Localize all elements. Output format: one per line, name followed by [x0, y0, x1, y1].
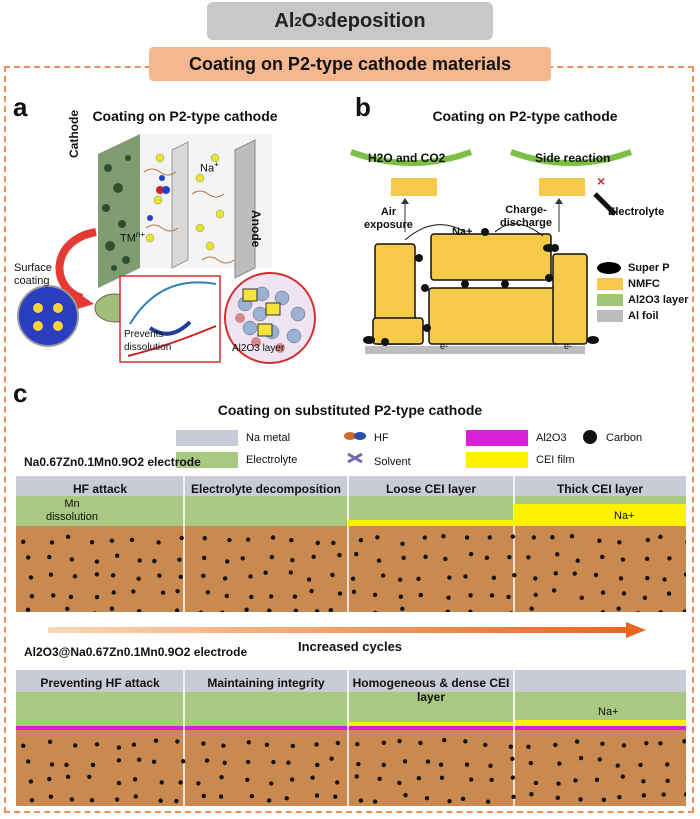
legend-al2o3-swatch — [466, 430, 528, 446]
legend-electrolyte-swatch — [176, 452, 238, 468]
legend-electrolyte: Electrolyte — [246, 454, 298, 466]
increased-cycles-label: Increased cycles — [297, 639, 403, 654]
electrolyte-label: Electrolyte — [608, 206, 665, 218]
panel-b-label: b — [355, 92, 371, 122]
legend-al-foil: Al foil — [628, 310, 659, 322]
panel-c-title: Coating on substituted P2-type cathode — [217, 402, 483, 418]
legend-na-metal-swatch — [176, 430, 238, 446]
panel-c-label: c — [13, 378, 28, 408]
charge-discharge-label: Charge-discharge — [500, 204, 552, 229]
na-plus-row2: Na+ — [598, 706, 619, 718]
panel-a-illustration — [17, 134, 316, 364]
row1-title-1: HF attack — [72, 482, 128, 496]
e-minus-label: e- — [440, 341, 449, 351]
separator — [171, 141, 189, 269]
legend-nmfc: NMFC — [628, 278, 660, 290]
row1-title-3: Loose CEI layer — [385, 482, 477, 496]
row2-illustration — [16, 670, 686, 806]
zoom-box — [119, 275, 221, 363]
side-reaction-label: Side reaction — [535, 151, 611, 165]
legend-al2o3-c: Al2O3 — [536, 432, 567, 444]
na-plus-row1: Na+ — [614, 510, 635, 522]
panel-b-illustration: × — [349, 149, 633, 354]
na-plus-label: Na+ — [452, 226, 473, 238]
cathode-label: Cathode — [67, 110, 81, 158]
legend-carbon: Carbon — [606, 432, 643, 444]
row1-label: Na0.67Zn0.1Mn0.9O2 electrode — [24, 455, 201, 469]
row2-title-2: Maintaining integrity — [207, 676, 325, 690]
anode-label: Anode — [249, 210, 263, 248]
legend-super-p: Super P — [628, 262, 670, 274]
legend-carbon-swatch — [583, 430, 597, 444]
row2-label: Al2O3@Na0.67Zn0.1Mn0.9O2 electrode — [24, 645, 248, 659]
legend-hf: HF — [374, 432, 389, 444]
increased-cycles-arrow — [48, 622, 646, 638]
crystal-structure — [17, 285, 79, 347]
legend-cei: CEI film — [536, 454, 575, 466]
e-minus-label-2: e- — [564, 341, 573, 351]
anode-plate — [234, 139, 256, 279]
na-ion-label: Na+ — [200, 160, 219, 175]
legend-na-metal: Na metal — [246, 432, 291, 444]
row1-title-4: Thick CEI layer — [556, 482, 644, 496]
legend-solvent: Solvent — [374, 456, 411, 468]
row1-title-2: Electrolyte decomposition — [190, 482, 342, 496]
row1-illustration — [16, 476, 686, 612]
subtitle-banner: Coating on P2-type cathode materials — [149, 47, 551, 81]
al2o3-layer-label: Al2O3 layer — [232, 343, 285, 354]
panel-a-title: Coating on P2-type cathode — [92, 108, 278, 124]
panel-b-title: Coating on P2-type cathode — [432, 108, 618, 124]
h2o-co2-label: H2O and CO2 — [368, 151, 446, 165]
legend-cei-swatch — [466, 452, 528, 468]
row2-title-1: Preventing HF attack — [40, 676, 160, 690]
legend-al2o3: Al2O3 layer — [628, 294, 689, 306]
tm-ion-label: TMn+ — [120, 230, 146, 245]
legend-hf-solvent-icons — [344, 432, 366, 464]
row2-title-3: Homogeneous & dense CEI layer — [352, 676, 510, 704]
svg-text:×: × — [597, 173, 605, 189]
panel-a-label: a — [13, 92, 28, 122]
